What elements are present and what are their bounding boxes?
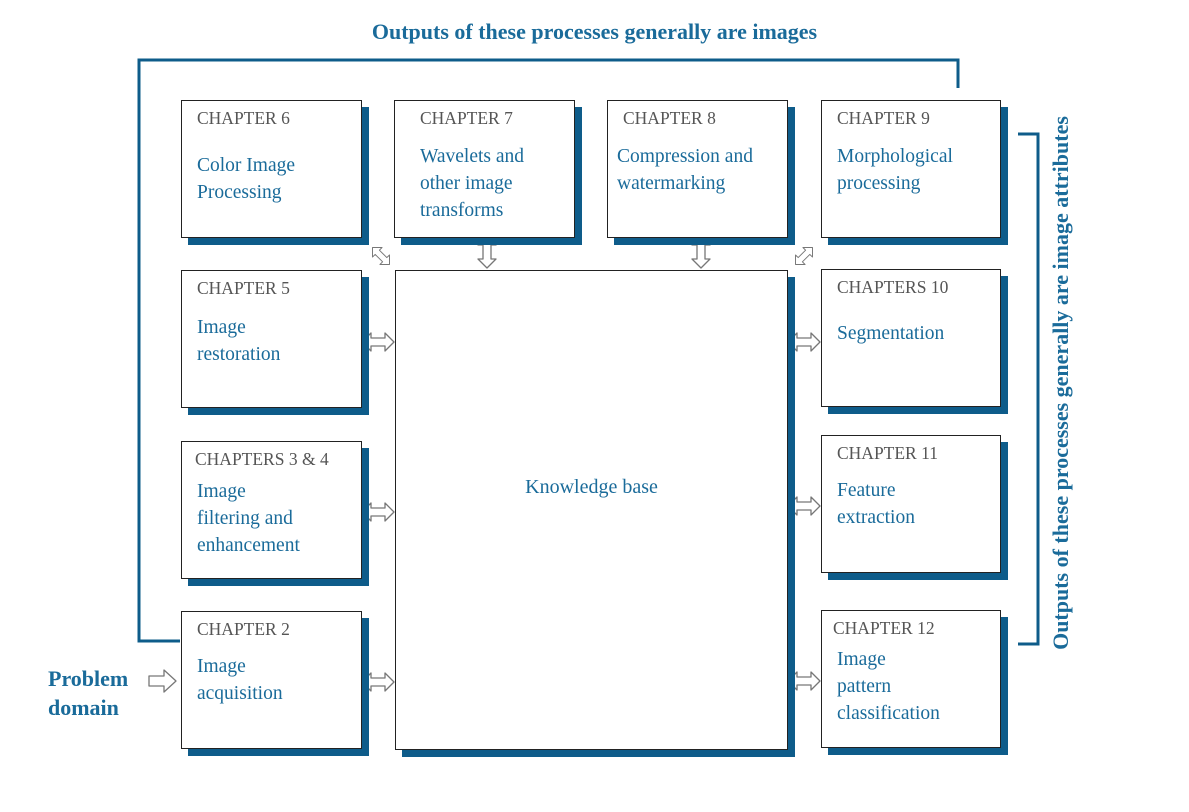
box-title-line: transforms [420,200,504,221]
box-title-line: extraction [837,507,915,528]
chapter-label: CHAPTER 11 [837,443,938,463]
chapter-label: CHAPTER 9 [837,108,930,128]
box-title: Image pattern classification [837,646,940,727]
chapter-label: CHAPTERS 3 & 4 [195,449,329,469]
chapter-label: CHAPTER 2 [197,619,290,639]
box-title-line: Feature [837,480,896,501]
box-title-line: Segmentation [837,323,945,344]
box-title: Wavelets and other image transforms [420,143,524,224]
double-arrow-icon [787,332,821,352]
problem-domain-label: Problem domain [48,664,128,722]
input-arrow-icon [148,669,177,693]
chapter-6-box: CHAPTER 6 Color Image Processing [181,100,362,238]
chapter-label: CHAPTER 7 [420,108,513,128]
chapter-7-box: CHAPTER 7 Wavelets and other image trans… [394,100,575,238]
chapter-label: CHAPTERS 10 [837,277,949,297]
chapter-label: CHAPTER 6 [197,108,290,128]
box-title-line: filtering and [197,508,293,529]
box-title: Image filtering and enhancement [197,478,300,559]
box-title-line: Color Image [197,155,296,176]
chapter-3-4-box: CHAPTERS 3 & 4 Image filtering and enhan… [181,441,362,579]
box-title-line: enhancement [197,535,300,556]
right-bracket [1018,132,1040,646]
double-arrow-icon [361,672,395,692]
box-title-line: Processing [197,182,282,203]
chapter-label: CHAPTER 5 [197,278,290,298]
chapter-9-box: CHAPTER 9 Morphological processing [821,100,1001,238]
chapter-2-box: CHAPTER 2 Image acquisition [181,611,362,749]
double-arrow-icon [790,242,818,270]
problem-domain-line-2: domain [48,695,119,720]
double-arrow-icon [361,502,395,522]
top-bracket [137,58,960,643]
chapter-label: CHAPTER 12 [833,618,935,638]
box-title-line: acquisition [197,683,283,704]
box-title-line: watermarking [617,173,726,194]
double-arrow-icon [367,242,395,270]
double-arrow-icon [787,671,821,691]
chapter-12-box: CHAPTER 12 Image pattern classification [821,610,1001,748]
box-title-line: Image [197,317,246,338]
chapter-10-box: CHAPTERS 10 Segmentation [821,269,1001,407]
box-title: Image acquisition [197,653,283,707]
box-title-line: processing [837,173,921,194]
box-title-line: Morphological [837,146,953,167]
double-arrow-icon [477,235,497,269]
chapter-11-box: CHAPTER 11 Feature extraction [821,435,1001,573]
box-title-line: Image [197,481,246,502]
double-arrow-icon [787,496,821,516]
box-title-line: restoration [197,344,281,365]
double-arrow-icon [691,235,711,269]
box-title-line: Image [197,656,246,677]
chapter-5-box: CHAPTER 5 Image restoration [181,270,362,408]
box-title: Morphological processing [837,143,953,197]
double-arrow-icon [361,332,395,352]
top-heading: Outputs of these processes generally are… [371,19,818,44]
box-title-line: Compression and [617,146,753,167]
chapter-label: CHAPTER 8 [623,108,716,128]
box-title-line: classification [837,703,940,724]
box-title-line: Image [837,649,886,670]
box-title: Feature extraction [837,477,915,531]
box-title: Compression and watermarking [617,143,753,197]
chapter-8-box: CHAPTER 8 Compression and watermarking [607,100,788,238]
problem-domain-line-1: Problem [48,666,129,691]
knowledge-base-box: Knowledge base [395,270,788,750]
box-title-line: other image [420,173,513,194]
box-title: Image restoration [197,314,280,368]
knowledge-base-label: Knowledge base [525,476,658,498]
box-title: Segmentation [837,320,944,347]
box-title-line: pattern [837,676,892,697]
box-title-line: Wavelets and [420,146,525,167]
box-title: Color Image Processing [197,152,295,206]
